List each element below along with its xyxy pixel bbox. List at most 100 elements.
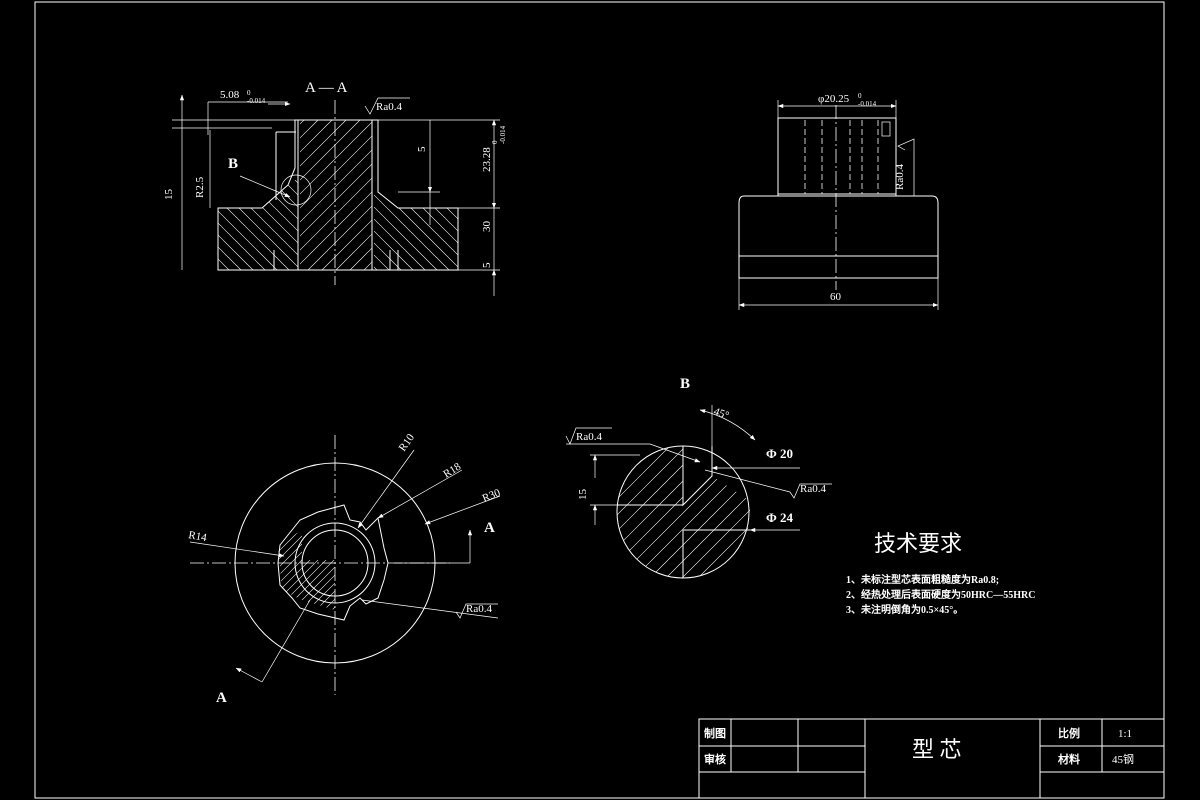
detail-roughness-right: Ra0.4 [800, 483, 826, 495]
hatch-line [819, 440, 964, 585]
detail-roughness-left-symbol [565, 427, 612, 445]
hatch-line [354, 520, 454, 620]
section-marker-bottom: A [216, 690, 227, 706]
detail-roughness-right-symbol [789, 483, 832, 499]
detail-dim-d24: Φ 24 [766, 510, 794, 525]
hatch-line [236, 178, 298, 270]
hatch-line [362, 520, 462, 620]
hatch-line [617, 446, 677, 579]
hatch-line [321, 219, 372, 270]
hatch-line [617, 446, 645, 579]
hatch-line [447, 192, 458, 270]
plan-roughness-value: Ra0.4 [466, 603, 492, 615]
hatch-line [300, 177, 372, 251]
label-material: 材料 [1058, 752, 1080, 766]
section-view-a-a: A — A B 5.08 0 -0.014 Ra0.4 [163, 80, 687, 296]
hatch-line [370, 520, 470, 620]
hatch-line [357, 170, 462, 275]
hatch-line [460, 185, 550, 275]
roughness-symbol [364, 97, 410, 115]
hatch-line [883, 440, 1028, 585]
hatch-line [387, 192, 458, 270]
radius-r18: R18 [441, 460, 463, 480]
hatch-line [544, 185, 634, 275]
scale-value: 1:1 [1118, 728, 1132, 740]
dim-top-tol-upper: 0 [247, 89, 251, 97]
title-block: 制图 审核 型 芯 比例 1:1 材料 45钢 [698, 718, 1165, 799]
dim-diameter-tol-lower: -0.014 [858, 100, 877, 108]
hatch-line [381, 170, 486, 275]
dim-overall-height: 15 [163, 189, 175, 201]
radius-r30: R30 [481, 487, 503, 505]
plan-view: A A R10 R18 R30 R14 Ra0.4 [170, 431, 503, 706]
dim-step: 5 [416, 146, 428, 152]
tech-item-1: 1、未标注型芯表面粗糙度为Ra0.8; [846, 573, 999, 586]
hatch-line [300, 163, 372, 237]
hatch-line [373, 115, 533, 275]
hatch-line [363, 261, 372, 270]
base-body [738, 195, 939, 279]
hatch-line [280, 185, 370, 275]
hatch-line [218, 178, 298, 270]
hatch-line [485, 115, 645, 275]
hatch-line [278, 530, 327, 610]
dim-bottom: 5 [481, 262, 493, 268]
side-view: φ20.25 0 -0.014 Ra0.4 60 [738, 92, 939, 310]
section-label: A — A [305, 80, 348, 96]
detail-b-circle [280, 174, 312, 206]
hatch-line [520, 185, 610, 275]
hatch-line [300, 120, 347, 167]
dim-diameter-tol-upper: 0 [858, 92, 862, 100]
hatch-line [527, 115, 687, 275]
hatch-line [297, 530, 335, 610]
hatch-line [218, 178, 283, 270]
hatch-line [401, 115, 561, 275]
hatch-line [321, 530, 335, 610]
hatch-line [374, 192, 395, 270]
hatch-line [387, 115, 547, 275]
hatch-line [443, 115, 603, 275]
shaft-body [777, 117, 897, 195]
hatch-line [508, 185, 598, 275]
angle-45: 45° [712, 406, 731, 423]
detail-roughness-left: Ra0.4 [576, 431, 602, 443]
dim-height: 23.28 [481, 147, 493, 172]
detail-b-label: B [228, 156, 238, 172]
part-name: 型 芯 [912, 737, 962, 762]
label-scale: 比例 [1058, 726, 1080, 740]
hatch-line [423, 192, 458, 270]
hatch-line [278, 530, 335, 610]
hatch-line [307, 205, 372, 270]
hatch-line [300, 135, 372, 209]
plan-roughness-symbol [455, 603, 498, 619]
hatch-line [278, 530, 311, 610]
hatch-line [300, 191, 372, 265]
tech-item-3: 3、未注明倒角为0.5×45°。 [846, 603, 963, 616]
radius-r10: R10 [397, 431, 418, 453]
dim-height-tol-upper: 0 [491, 140, 499, 144]
hatch-line [296, 178, 298, 270]
hatch-line [300, 149, 372, 223]
hatch-line [399, 192, 458, 270]
side-roughness-value: Ra0.4 [894, 164, 906, 190]
hatch-line [484, 185, 574, 275]
hatch-line [218, 178, 223, 270]
radius-r14: R14 [187, 529, 208, 544]
hatch-line [378, 520, 478, 620]
hatch-line [278, 530, 335, 610]
hatch-line [617, 446, 725, 579]
hatch-line [305, 530, 335, 610]
hatch-line [218, 178, 247, 270]
hatch-line [496, 185, 586, 275]
hatch-line [300, 120, 319, 139]
hatch-line [617, 446, 661, 579]
hatch-line [300, 120, 333, 153]
hatch-line [415, 115, 575, 275]
hatch-line [170, 520, 270, 620]
hatch-line [300, 120, 361, 181]
hatch-line [300, 121, 372, 195]
section-marker-right: A [484, 520, 495, 536]
dim-top-width: 5.08 [220, 89, 240, 101]
hatch-line [313, 530, 335, 610]
